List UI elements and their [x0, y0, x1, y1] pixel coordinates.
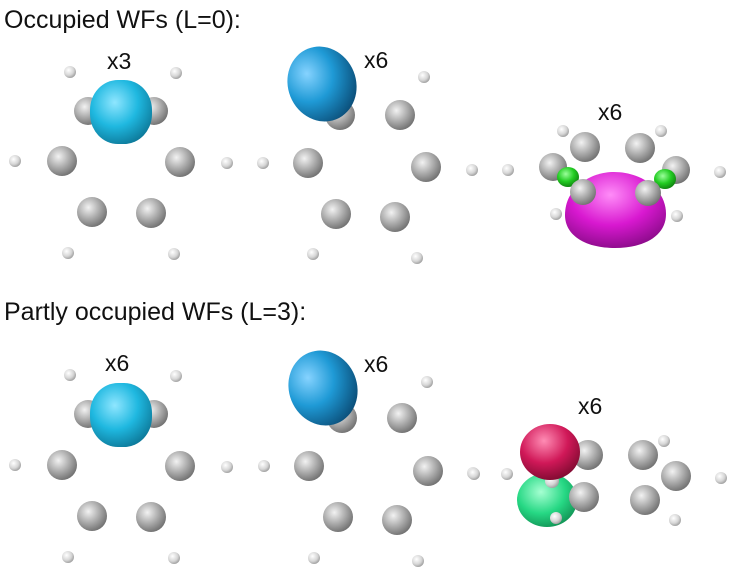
- panel-top-middle: x6: [257, 46, 478, 264]
- atom-small: [671, 210, 683, 222]
- wannier-lobe-green: [654, 169, 676, 189]
- atom-small: [421, 376, 433, 388]
- wannier-lobe-seagreen: [517, 473, 577, 527]
- atom-large: [628, 440, 658, 470]
- atom-large: [382, 505, 412, 535]
- atom-small: [258, 460, 270, 472]
- atom-small: [9, 459, 21, 471]
- panel-top-right: x6: [502, 99, 726, 248]
- atom-large: [293, 148, 323, 178]
- wannier-lobe-crimson: [520, 424, 580, 480]
- atom-small: [468, 468, 480, 480]
- atom-small: [168, 248, 180, 260]
- multiplicity-label: x3: [107, 48, 131, 74]
- wannier-lobe-green: [557, 167, 579, 187]
- multiplicity-label: x6: [364, 47, 388, 73]
- atom-large: [47, 450, 77, 480]
- atom-large: [380, 202, 410, 232]
- panel-bottom-right: x6: [468, 393, 727, 527]
- wannier-lobe-cyan: [90, 80, 152, 144]
- atom-small: [501, 468, 513, 480]
- panel-bottom-left: x6: [9, 350, 233, 564]
- atom-small: [308, 552, 320, 564]
- atom-small: [502, 164, 514, 176]
- partly-occupied-heading: Partly occupied WFs (L=3):: [4, 298, 307, 326]
- multiplicity-label: x6: [578, 393, 602, 419]
- atom-large: [661, 461, 691, 491]
- atom-small: [64, 369, 76, 381]
- atom-large: [294, 451, 324, 481]
- atom-small: [418, 71, 430, 83]
- atom-large: [321, 199, 351, 229]
- multiplicity-label: x6: [105, 350, 129, 376]
- atom-small: [669, 514, 681, 526]
- atom-large: [165, 147, 195, 177]
- atom-small: [9, 155, 21, 167]
- atom-large: [136, 198, 166, 228]
- atom-large: [635, 180, 661, 206]
- atom-large: [570, 179, 596, 205]
- atom-large: [569, 482, 599, 512]
- occupied-heading: Occupied WFs (L=0):: [4, 6, 241, 34]
- wannier-lobe-blue: [288, 350, 358, 426]
- atom-small: [412, 555, 424, 567]
- atom-small: [658, 435, 670, 447]
- atom-small: [307, 248, 319, 260]
- atom-small: [411, 252, 423, 264]
- atom-small: [714, 166, 726, 178]
- atom-small: [221, 461, 233, 473]
- atom-small: [715, 472, 727, 484]
- panel-top-left: x3: [9, 48, 233, 260]
- wannier-lobe-blue: [287, 46, 357, 122]
- atom-small: [170, 67, 182, 79]
- atom-large: [573, 440, 603, 470]
- atom-small: [62, 551, 74, 563]
- atom-large: [165, 451, 195, 481]
- atom-small: [170, 370, 182, 382]
- atom-large: [570, 132, 600, 162]
- atom-large: [411, 152, 441, 182]
- atom-small: [655, 125, 667, 137]
- atom-small: [221, 157, 233, 169]
- atom-small: [466, 164, 478, 176]
- multiplicity-label: x6: [364, 351, 388, 377]
- atom-small: [550, 208, 562, 220]
- atom-large: [136, 502, 166, 532]
- atom-small: [64, 66, 76, 78]
- atom-large: [630, 485, 660, 515]
- atom-large: [47, 146, 77, 176]
- atom-large: [323, 502, 353, 532]
- atom-large: [77, 501, 107, 531]
- panel-bottom-middle: x6: [258, 350, 479, 567]
- atom-large: [625, 133, 655, 163]
- multiplicity-label: x6: [598, 99, 622, 125]
- atom-small: [168, 552, 180, 564]
- atom-large: [387, 403, 417, 433]
- atom-large: [77, 197, 107, 227]
- atom-small: [62, 247, 74, 259]
- wannier-lobe-cyan: [90, 383, 152, 447]
- atom-large: [413, 456, 443, 486]
- atom-small: [550, 512, 562, 524]
- atom-small: [257, 157, 269, 169]
- atom-small: [557, 125, 569, 137]
- atom-large: [385, 100, 415, 130]
